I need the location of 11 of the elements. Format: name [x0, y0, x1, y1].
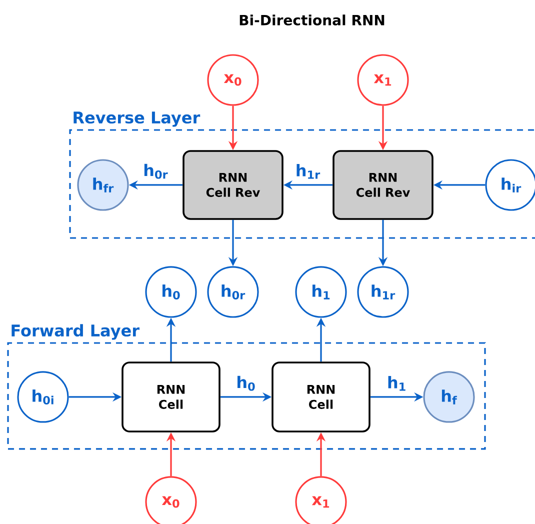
cell-box: RNN Cell Rev	[182, 150, 284, 220]
cell-box: RNN Cell	[122, 362, 220, 432]
cell-box: RNN Cell Rev	[332, 150, 434, 220]
cell-box: RNN Cell	[272, 362, 370, 432]
title: Bi-Directional RNN	[240, 14, 384, 26]
edge-label: h$_{0}$	[235, 374, 257, 392]
edge-label: h$_{1}$	[386, 375, 408, 392]
layer-label: Forward Layer	[12, 324, 140, 340]
layer-label: Reverse Layer	[74, 112, 200, 127]
edge-label: h$_{1r}$	[294, 163, 322, 180]
edge-label: h$_{0r}$	[142, 162, 170, 180]
